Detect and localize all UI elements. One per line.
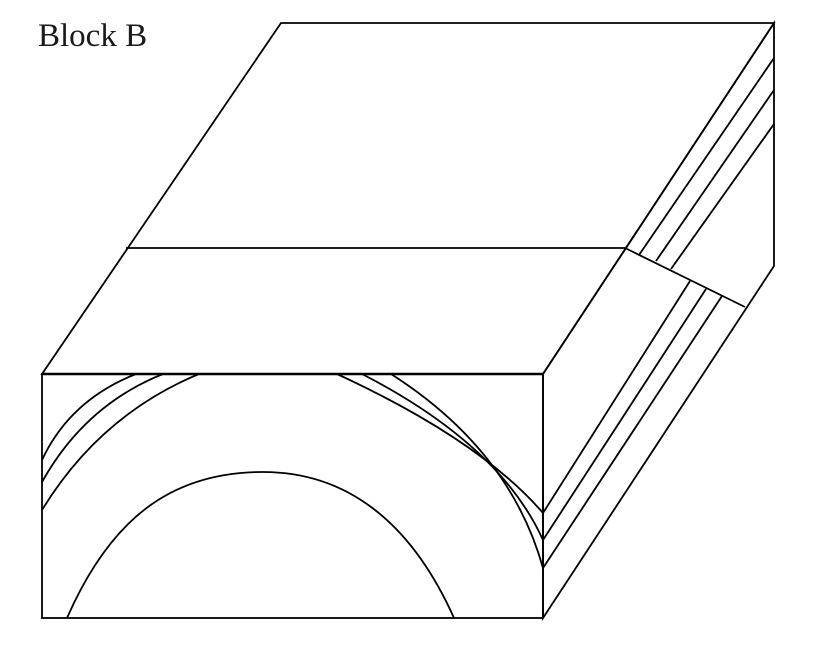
fold-layer-right-3 (390, 373, 544, 569)
fold-layer-left-2 (41, 373, 164, 483)
fold-layer-right-1 (336, 373, 544, 514)
front-face-outline (41, 373, 544, 619)
fold-layer-left-3 (41, 373, 200, 511)
side-face (542, 19, 775, 622)
side-layer-lower-2 (542, 288, 707, 541)
block-title: Block B (38, 18, 148, 54)
side-layer-upper-1 (638, 57, 775, 256)
side-layer-lower-1 (542, 280, 691, 514)
side-face-outline (542, 19, 775, 622)
side-face-fault (624, 247, 746, 308)
side-layer-lower-3 (542, 295, 723, 569)
side-layer-upper-2 (655, 89, 775, 262)
fold-layer-left-1 (41, 373, 137, 461)
anticline-core (66, 471, 455, 619)
side-layer-upper-3 (670, 123, 775, 270)
fold-layer-right-2 (361, 373, 544, 541)
front-face (41, 372, 544, 619)
